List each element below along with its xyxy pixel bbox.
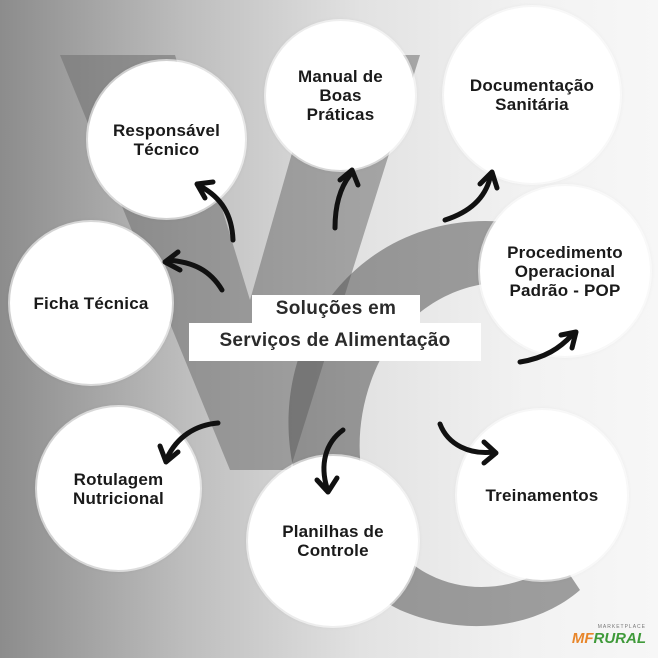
center-title-box: Soluções em	[252, 295, 420, 325]
logo-mf: MF	[571, 630, 594, 647]
node-label: Documentação Sanitária	[469, 76, 595, 114]
node-label: Planilhas de Controle	[282, 522, 384, 560]
arrow-to-manual	[332, 167, 361, 231]
logo-rural: RURAL	[593, 630, 647, 647]
node-label: Rotulagem Nutricional	[73, 469, 164, 508]
arrow-to-planilhas	[314, 427, 346, 495]
arrow-to-rotulagem	[157, 420, 221, 465]
node-label: Treinamentos	[485, 485, 599, 505]
node-label: Ficha Técnica	[33, 293, 149, 313]
node-documentacao-sanitaria: Documentação Sanitária	[444, 7, 620, 183]
center-title-box-2: Serviços de Alimentação	[189, 323, 481, 361]
node-ficha-tecnica: Ficha Técnica	[10, 222, 172, 384]
node-label: Responsável Técnico	[112, 120, 221, 159]
arrow-to-documentacao	[442, 169, 500, 223]
node-label: Manual de Boas Práticas	[298, 67, 383, 124]
arrow-to-pop	[517, 329, 579, 365]
arrow-to-ficha	[162, 249, 225, 293]
arrow-to-treinamentos	[437, 421, 499, 466]
mfrural-logo: MARKETPLACE MFRURAL	[572, 624, 646, 648]
node-rotulagem-nutricional: Rotulagem Nutricional	[37, 407, 200, 570]
node-label: Procedimento Operacional Padrão - POP	[507, 242, 623, 300]
arrow-to-responsavel	[194, 179, 236, 243]
center-title-line2: Serviços de Alimentação	[219, 330, 451, 351]
center-title-line1: Soluções em	[275, 298, 397, 319]
node-pop: Procedimento Operacional Padrão - POP	[480, 186, 650, 356]
node-treinamentos: Treinamentos	[457, 410, 627, 580]
node-responsavel-tecnico: Responsável Técnico	[88, 61, 245, 218]
node-manual-boas-praticas: Manual de Boas Práticas	[266, 21, 415, 170]
logo-tagline: MARKETPLACE	[597, 624, 646, 630]
